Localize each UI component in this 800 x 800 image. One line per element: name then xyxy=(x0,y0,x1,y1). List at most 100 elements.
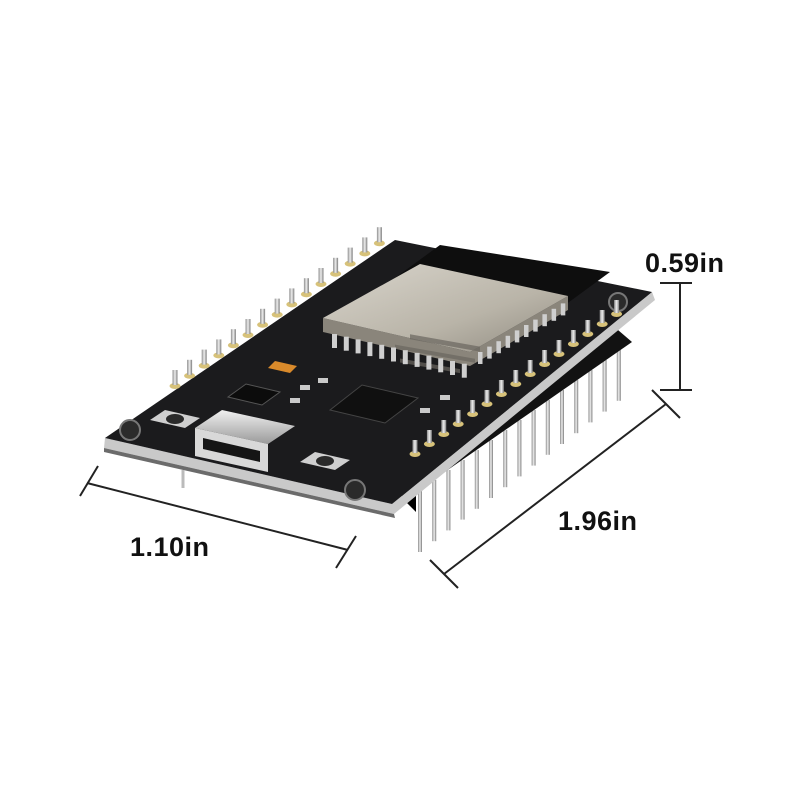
module-pin xyxy=(355,339,361,354)
pin-leg xyxy=(602,360,607,412)
module-pin xyxy=(332,334,337,348)
pin-row-left xyxy=(169,227,385,389)
pin xyxy=(467,400,479,417)
pin xyxy=(300,278,312,298)
pin xyxy=(344,247,356,267)
pin xyxy=(438,420,450,437)
module-pin xyxy=(487,346,492,359)
pin-leg xyxy=(588,370,593,423)
module-pin xyxy=(478,352,483,364)
module-pin xyxy=(426,355,432,370)
pin xyxy=(567,330,579,347)
smd-components xyxy=(290,378,450,413)
pin xyxy=(373,227,385,247)
dim-tick xyxy=(79,465,99,497)
marking xyxy=(410,334,480,352)
pin-leg xyxy=(460,460,465,520)
pin-leg xyxy=(545,400,550,455)
button-cap xyxy=(166,414,184,424)
pin xyxy=(184,359,196,379)
pin xyxy=(213,339,225,359)
pin xyxy=(423,430,435,447)
pin-leg xyxy=(418,490,422,552)
dim-tick xyxy=(651,389,681,419)
pin xyxy=(481,390,493,407)
marking xyxy=(395,344,475,363)
module-pin xyxy=(505,335,511,348)
pcb-edge-dark xyxy=(104,448,395,518)
pin-leg xyxy=(574,380,579,434)
module-pin xyxy=(514,330,520,343)
pin xyxy=(227,329,239,349)
dim-line xyxy=(86,482,349,551)
mounting-hole xyxy=(119,419,141,441)
dimension-height xyxy=(660,282,692,391)
boot-button xyxy=(150,410,200,428)
pin-leg xyxy=(446,470,451,531)
module-shield xyxy=(323,264,568,352)
mounting-holes xyxy=(119,292,628,501)
pin-leg xyxy=(474,450,479,509)
dim-tick xyxy=(335,535,357,569)
antenna-pcb xyxy=(395,245,610,305)
smd xyxy=(300,385,310,390)
module-pin xyxy=(524,325,529,337)
module-pin xyxy=(379,344,385,359)
pin xyxy=(198,349,210,369)
module-pin xyxy=(560,303,566,316)
module-pin xyxy=(438,358,444,373)
capacitor xyxy=(268,361,297,373)
module-pin xyxy=(461,363,467,378)
pin xyxy=(315,268,327,287)
module-pin xyxy=(450,361,455,375)
module-pin xyxy=(391,347,396,362)
pin xyxy=(452,410,464,427)
pin-leg xyxy=(531,410,536,466)
module-pins xyxy=(332,303,566,378)
module-pin xyxy=(343,336,349,351)
regulator-chip xyxy=(226,383,282,406)
module-pin xyxy=(367,342,373,357)
pin xyxy=(286,288,298,308)
pin xyxy=(271,298,283,318)
pin xyxy=(257,308,269,328)
pin-leg xyxy=(616,350,621,401)
dim-line xyxy=(443,403,667,575)
pin xyxy=(596,310,608,327)
smd xyxy=(440,395,450,400)
enable-button xyxy=(300,452,350,470)
length-dimension-label: 1.96in xyxy=(558,506,638,536)
pin xyxy=(539,350,551,367)
module-pin xyxy=(496,341,501,354)
pin-row-right xyxy=(409,300,623,457)
header-pins-bottom xyxy=(418,350,621,552)
pin xyxy=(330,257,342,277)
height-dimension-label: 0.59in xyxy=(645,248,725,278)
module-pin xyxy=(402,350,408,365)
pin-leg xyxy=(489,440,493,498)
button-cap xyxy=(316,456,334,466)
pin xyxy=(510,370,522,387)
pin xyxy=(169,370,181,389)
pin xyxy=(553,340,565,357)
pin xyxy=(524,360,536,377)
smd xyxy=(420,408,430,413)
dim-tick xyxy=(429,559,459,589)
pin-leg xyxy=(517,420,522,477)
mounting-hole xyxy=(344,479,366,501)
dimension-width xyxy=(79,465,357,569)
micro-usb-port xyxy=(195,410,295,472)
pin-leg xyxy=(560,390,564,444)
pin xyxy=(409,440,421,457)
smd xyxy=(318,378,328,383)
module-pin xyxy=(542,314,547,327)
usb-opening xyxy=(203,438,260,462)
smd xyxy=(290,398,300,403)
module-pin xyxy=(533,319,538,332)
pin-leg xyxy=(432,480,437,542)
pin xyxy=(495,380,507,397)
pin xyxy=(242,319,254,338)
pin xyxy=(359,237,371,257)
usb-uart-chip xyxy=(328,384,420,424)
